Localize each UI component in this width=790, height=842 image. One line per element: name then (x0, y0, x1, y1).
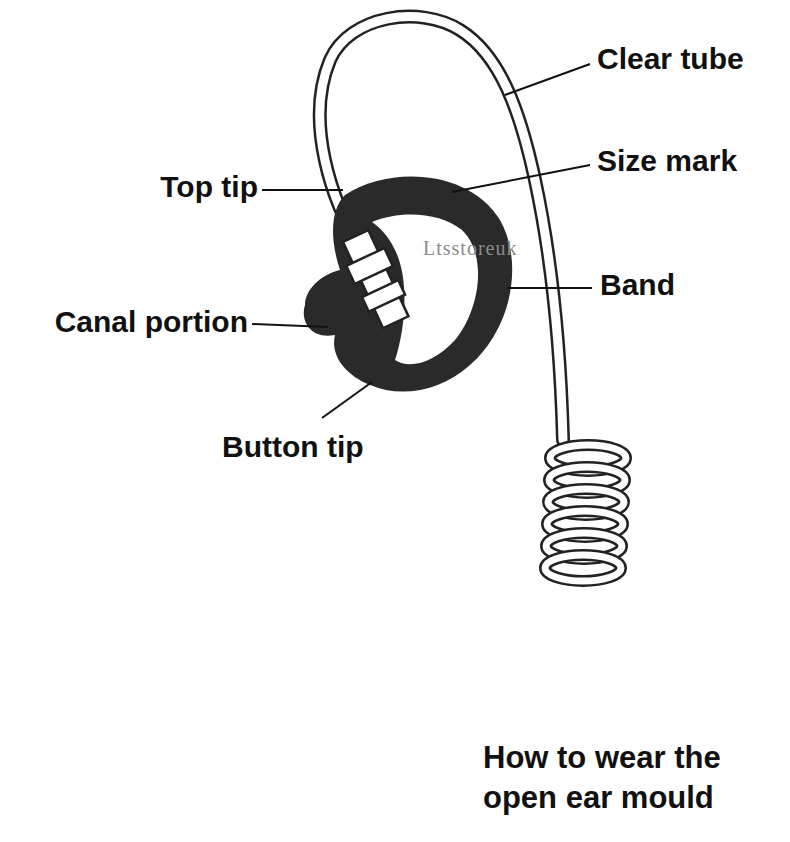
coiled-tube (545, 445, 626, 581)
part-label: Band (600, 268, 675, 303)
part-label: Top tip (160, 170, 258, 205)
part-label: Canal portion (55, 305, 248, 340)
watermark: Ltsstoreuk (423, 237, 517, 260)
caption: How to wear the open ear mould (483, 738, 773, 819)
part-label: Clear tube (597, 42, 744, 77)
leader-lines (252, 64, 592, 418)
ear-mould (304, 176, 512, 391)
coil-winding (545, 555, 621, 581)
part-label: Size mark (597, 144, 737, 179)
part-label: Button tip (222, 430, 364, 465)
tube-stem (337, 227, 415, 331)
coil-winding (545, 555, 621, 581)
